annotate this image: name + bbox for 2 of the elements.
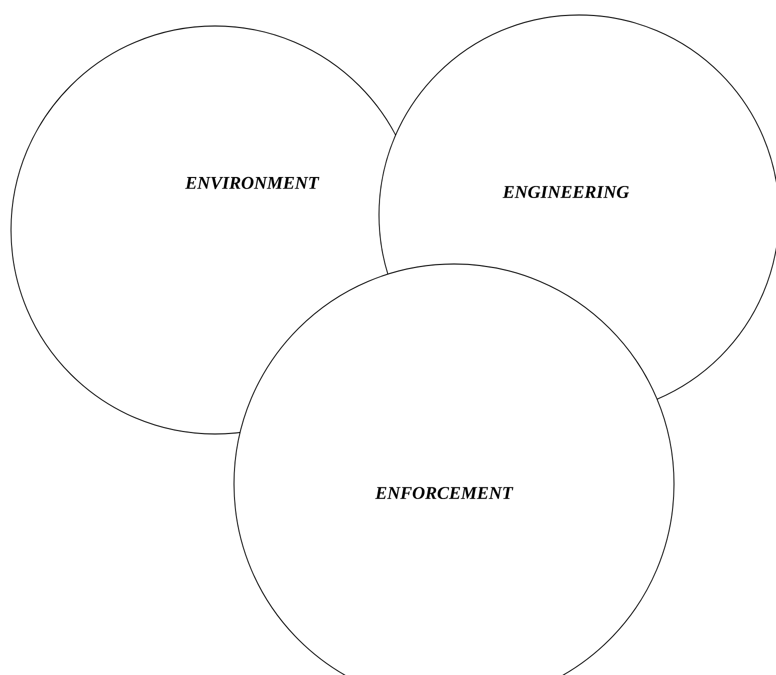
node-label: ENFORCEMENT [375, 486, 514, 500]
node-label: ENGINEERING [502, 186, 630, 198]
